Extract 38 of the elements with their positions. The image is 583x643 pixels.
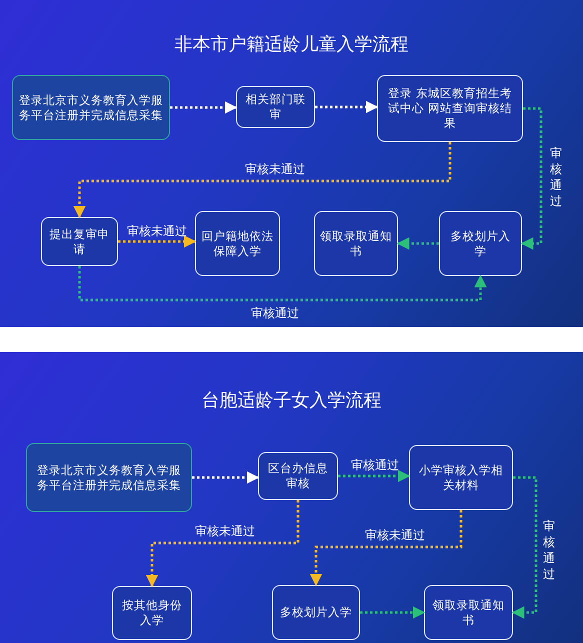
process-box: 登录北京市义务教育入学服务平台注册并完成信息采集 — [12, 75, 170, 140]
process-box: 登录北京市义务教育入学服务平台注册并完成信息采集 — [26, 443, 192, 512]
process-box: 回户籍地依法保障入学 — [195, 211, 280, 276]
process-box: 小学审核入学相关材料 — [409, 445, 513, 510]
arrow — [73, 142, 452, 218]
title: 台胞适龄子女入学流程 — [200, 389, 382, 412]
edge-label: 审核通过 — [550, 145, 562, 209]
arrow — [310, 510, 462, 586]
arrow — [338, 470, 410, 482]
edge-label: 审核通过 — [351, 458, 399, 472]
process-box: 多校划片入学 — [439, 211, 522, 276]
edge-label: 审核未通过 — [245, 162, 305, 176]
arrow — [512, 476, 538, 619]
arrow — [520, 107, 542, 250]
process-box: 区台办信息审核 — [258, 452, 338, 500]
process-box: 登录 东城区教育招生考试中心 网站查询审核结果 — [377, 75, 523, 142]
process-box: 领取录取通知书 — [424, 585, 513, 640]
edge-label: 审核通过 — [251, 306, 299, 320]
arrow — [118, 235, 196, 248]
arrow — [396, 237, 439, 250]
arrow — [78, 266, 487, 302]
panel-background — [0, 0, 583, 327]
process-box: 多校划片入学 — [272, 585, 360, 640]
arrow — [360, 606, 426, 619]
panel-background — [0, 352, 583, 643]
edge-label: 审核通过 — [542, 518, 556, 582]
edge-label: 审核未通过 — [365, 528, 425, 542]
process-box: 按其他身份入学 — [112, 586, 192, 640]
arrow — [146, 500, 300, 588]
title: 非本市户籍适龄儿童入学流程 — [174, 33, 410, 56]
edge-label: 审核未通过 — [127, 224, 187, 238]
arrow — [170, 101, 238, 114]
arrow — [315, 100, 378, 114]
process-box: 领取录取通知书 — [314, 211, 398, 276]
edge-label: 审核未通过 — [195, 524, 255, 538]
arrow — [192, 471, 260, 484]
process-box: 提出复审申请 — [41, 217, 118, 266]
process-box: 相关部门联审 — [236, 86, 315, 128]
